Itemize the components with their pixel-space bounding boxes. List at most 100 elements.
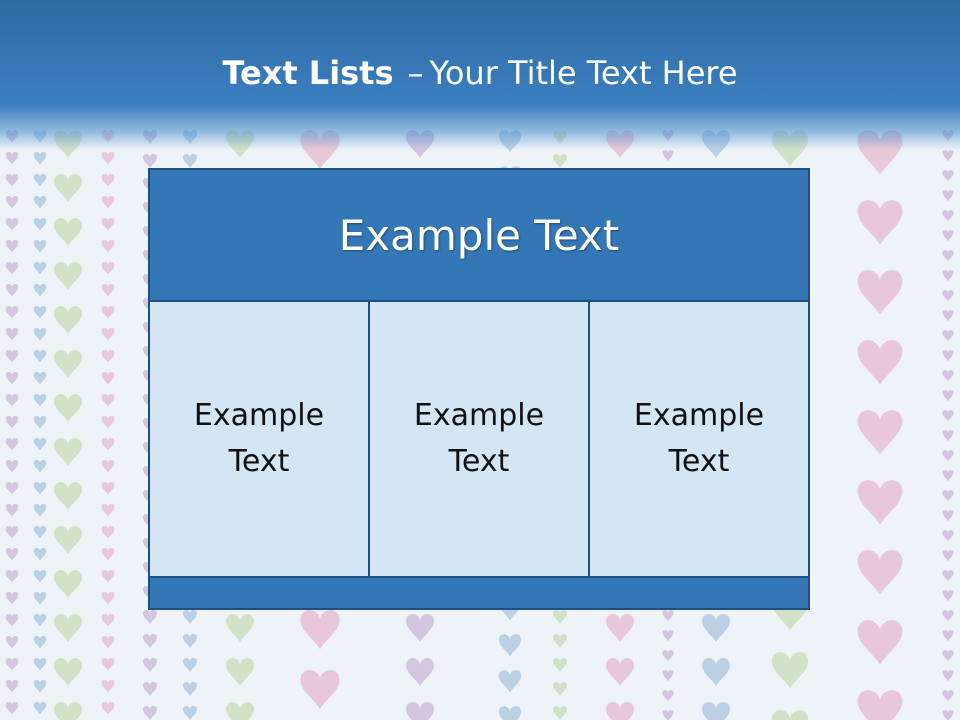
heart-icon bbox=[54, 174, 82, 202]
heart-icon bbox=[54, 570, 82, 598]
heart-icon bbox=[183, 658, 197, 672]
heart-icon bbox=[101, 614, 115, 627]
heart-icon bbox=[771, 652, 809, 689]
table-cell-1: Example Text bbox=[150, 302, 368, 576]
heart-icon bbox=[942, 630, 954, 642]
heart-icon bbox=[101, 504, 115, 517]
heart-icon bbox=[553, 706, 567, 720]
heart-icon bbox=[54, 526, 82, 554]
heart-icon bbox=[54, 306, 82, 334]
heart-icon bbox=[553, 634, 567, 648]
text-list-table: Example Text Example Text Example Text E… bbox=[148, 168, 810, 610]
heart-icon bbox=[662, 670, 674, 682]
heart-icon bbox=[857, 200, 903, 245]
heart-icon bbox=[662, 710, 674, 720]
heart-icon bbox=[33, 438, 47, 451]
heart-icon bbox=[606, 702, 634, 720]
table-header: Example Text bbox=[150, 170, 808, 302]
heart-icon bbox=[406, 614, 434, 642]
heart-icon bbox=[226, 702, 254, 720]
heart-icon bbox=[101, 680, 115, 693]
heart-icon bbox=[942, 370, 954, 382]
heart-icon bbox=[662, 690, 674, 702]
heart-icon bbox=[33, 680, 47, 693]
heart-icon bbox=[942, 490, 954, 502]
heart-icon bbox=[5, 394, 19, 407]
heart-icon bbox=[942, 230, 954, 242]
heart-icon bbox=[33, 262, 47, 275]
heart-icon bbox=[54, 702, 82, 720]
heart-icon bbox=[33, 548, 47, 561]
heart-icon bbox=[54, 218, 82, 246]
heart-icon bbox=[33, 570, 47, 583]
heart-icon bbox=[857, 340, 903, 385]
heart-icon bbox=[5, 218, 19, 231]
heart-icon bbox=[33, 482, 47, 495]
title-subtext: Your Title Text Here bbox=[429, 54, 738, 92]
heart-icon bbox=[942, 170, 954, 182]
heart-icon bbox=[143, 706, 157, 720]
heart-icon bbox=[101, 548, 115, 561]
heart-icon bbox=[101, 306, 115, 319]
heart-icon bbox=[406, 702, 434, 720]
heart-icon bbox=[33, 350, 47, 363]
heart-icon bbox=[33, 174, 47, 187]
heart-icon bbox=[54, 482, 82, 510]
heart-icon bbox=[101, 284, 115, 297]
heart-icon bbox=[942, 330, 954, 342]
heart-icon bbox=[33, 658, 47, 671]
heart-icon bbox=[33, 702, 47, 715]
heart-icon bbox=[942, 310, 954, 322]
heart-icon bbox=[553, 658, 567, 672]
heart-icon bbox=[498, 634, 522, 657]
heart-icon bbox=[702, 658, 730, 686]
heart-icon bbox=[5, 482, 19, 495]
heart-icon bbox=[942, 350, 954, 362]
heart-icon bbox=[5, 438, 19, 451]
heart-icon bbox=[54, 438, 82, 466]
heart-icon bbox=[54, 350, 82, 378]
heart-icon bbox=[101, 570, 115, 583]
heart-icon bbox=[942, 470, 954, 482]
heart-icon bbox=[942, 690, 954, 702]
heart-icon bbox=[5, 570, 19, 583]
heart-icon bbox=[101, 438, 115, 451]
heart-icon bbox=[5, 350, 19, 363]
heart-icon bbox=[5, 526, 19, 539]
heart-icon bbox=[702, 614, 730, 642]
heart-icon bbox=[942, 710, 954, 720]
heart-icon bbox=[942, 270, 954, 282]
heart-icon bbox=[101, 482, 115, 495]
heart-icon bbox=[5, 636, 19, 649]
heart-icon bbox=[942, 390, 954, 402]
heart-icon bbox=[942, 250, 954, 262]
heart-icon bbox=[33, 196, 47, 209]
heart-icon bbox=[857, 690, 903, 720]
heart-icon bbox=[33, 526, 47, 539]
heart-icon bbox=[942, 190, 954, 202]
heart-icon bbox=[498, 670, 522, 693]
heart-icon bbox=[300, 610, 340, 650]
heart-icon bbox=[606, 658, 634, 686]
heart-icon bbox=[101, 416, 115, 429]
heart-icon bbox=[942, 150, 954, 162]
heart-icon bbox=[5, 372, 19, 385]
heart-icon bbox=[33, 372, 47, 385]
heart-icon bbox=[5, 504, 19, 517]
title-bold-text: Text Lists bbox=[222, 54, 394, 92]
heart-icon bbox=[857, 550, 903, 595]
heart-icon bbox=[33, 636, 47, 649]
heart-icon bbox=[33, 306, 47, 319]
heart-icon bbox=[183, 610, 197, 624]
heart-icon bbox=[101, 592, 115, 605]
slide-title: Text Lists–Your Title Text Here bbox=[0, 54, 960, 92]
heart-icon bbox=[662, 150, 674, 162]
heart-icon bbox=[101, 152, 115, 165]
heart-icon bbox=[101, 262, 115, 275]
heart-icon bbox=[143, 658, 157, 672]
heart-icon bbox=[226, 658, 254, 686]
heart-icon bbox=[942, 590, 954, 602]
heart-icon bbox=[553, 610, 567, 624]
heart-icon bbox=[942, 450, 954, 462]
heart-icon bbox=[553, 682, 567, 696]
